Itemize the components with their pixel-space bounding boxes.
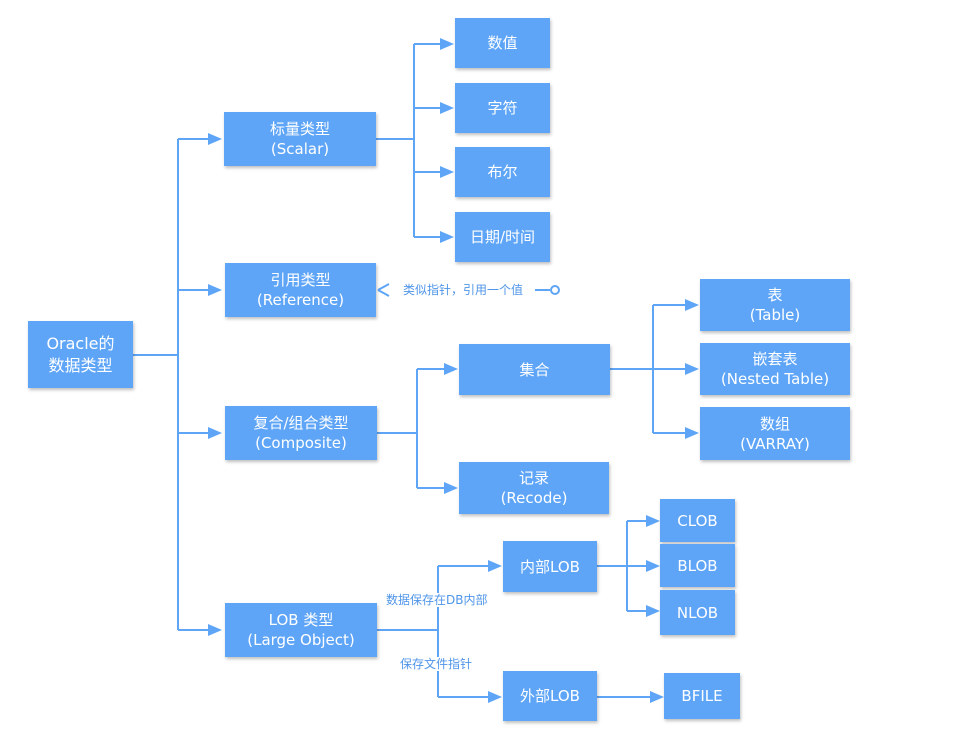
collection-child-sublabel: (Table) xyxy=(749,306,801,324)
lob-child-label: BLOB xyxy=(677,556,718,575)
external-lob-node: 外部LOB xyxy=(503,671,597,721)
scalar-child-string: 字符 xyxy=(455,83,550,133)
collection-child-table: 表 (Table) xyxy=(700,279,850,331)
scalar-child-datetime: 日期/时间 xyxy=(455,212,550,262)
lob-sublabel: (Large Object) xyxy=(247,631,355,649)
collection-child-label: 数组 xyxy=(759,414,790,433)
scalar-child-boolean: 布尔 xyxy=(455,147,550,197)
scalar-child-label: 数值 xyxy=(487,34,518,52)
collection-child-nested-table: 嵌套表 (Nested Table) xyxy=(700,343,850,395)
scalar-label: 标量类型 xyxy=(269,120,330,138)
lob-label: LOB 类型 xyxy=(268,611,334,629)
bfile-node: BFILE xyxy=(664,673,740,719)
bfile-label: BFILE xyxy=(681,687,723,705)
nlob-node: NLOB xyxy=(660,590,735,635)
composite-label: 复合/组合类型 xyxy=(253,414,349,432)
lob-child-label: CLOB xyxy=(677,511,718,530)
scalar-child-number: 数值 xyxy=(455,18,550,68)
scalar-child-label: 字符 xyxy=(487,99,518,117)
record-label: 记录 xyxy=(518,469,549,487)
reference-label: 引用类型 xyxy=(270,271,331,289)
internal-lob-node: 内部LOB xyxy=(503,541,597,592)
record-node: 记录 (Recode) xyxy=(459,462,609,514)
scalar-child-label: 日期/时间 xyxy=(469,228,536,246)
reference-sublabel: (Reference) xyxy=(256,291,345,309)
collection-child-label: 嵌套表 xyxy=(752,350,798,368)
internal-lob-note: 数据保存在DB内部 xyxy=(386,593,488,607)
external-lob-label: 外部LOB xyxy=(520,687,580,705)
composite-type-node: 复合/组合类型 (Composite) xyxy=(225,406,377,460)
collection-label: 集合 xyxy=(519,360,550,379)
root-label-line2: 数据类型 xyxy=(48,355,113,375)
clob-node: CLOB xyxy=(660,499,735,542)
collection-child-sublabel: (VARRAY) xyxy=(740,434,810,453)
record-sublabel: (Recode) xyxy=(500,489,568,507)
composite-sublabel: (Composite) xyxy=(255,434,347,452)
scalar-child-label: 布尔 xyxy=(487,163,518,181)
external-lob-note: 保存文件指针 xyxy=(400,657,473,671)
collection-child-varray: 数组 (VARRAY) xyxy=(700,407,850,460)
collection-child-sublabel: (Nested Table) xyxy=(720,370,830,388)
reference-type-node: 引用类型 (Reference) xyxy=(225,263,376,317)
collection-node: 集合 xyxy=(459,344,610,395)
collection-child-label: 表 xyxy=(767,286,783,304)
root-label-line1: Oracle的 xyxy=(46,333,115,353)
lob-type-node: LOB 类型 (Large Object) xyxy=(225,603,377,657)
scalar-sublabel: (Scalar) xyxy=(270,140,330,158)
root-node: Oracle的 数据类型 xyxy=(28,321,133,388)
scalar-type-node: 标量类型 (Scalar) xyxy=(224,112,376,166)
blob-node: BLOB xyxy=(660,544,735,587)
internal-lob-label: 内部LOB xyxy=(520,557,580,576)
reference-note: 类似指针，引用一个值 xyxy=(403,283,524,297)
lob-child-label: NLOB xyxy=(676,603,719,622)
